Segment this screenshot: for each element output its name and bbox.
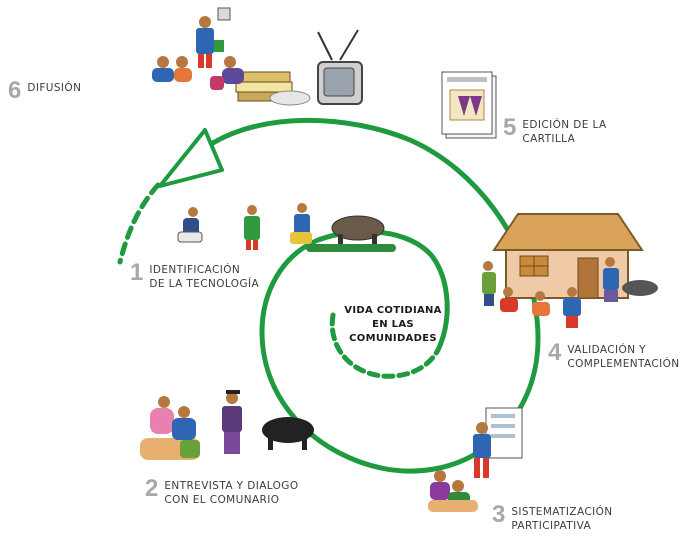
booklet-icon bbox=[441, 71, 497, 139]
step-3-number: 3 bbox=[492, 501, 506, 528]
step-6-number: 6 bbox=[8, 77, 22, 104]
interview-illustration bbox=[140, 390, 314, 460]
step-2-number: 2 bbox=[145, 475, 159, 502]
step-2-label: ENTREVISTA Y DIALOGO CON EL COMUNARIO bbox=[164, 480, 299, 506]
step-5-number: 5 bbox=[503, 114, 517, 141]
house-illustration bbox=[482, 213, 658, 328]
step-3: 3 SISTEMATIZACIÓN PARTICIPATIVA bbox=[492, 501, 613, 533]
people-reading-illustration bbox=[152, 7, 311, 106]
spiral-start-dashes bbox=[329, 312, 441, 379]
center-label: VIDA COTIDIANA EN LAS COMUNIDADES bbox=[344, 305, 442, 344]
step-5: 5 EDICIÓN DE LA CARTILLA bbox=[503, 114, 607, 146]
farmers-field-illustration bbox=[177, 203, 396, 252]
step-2: 2 ENTREVISTA Y DIALOGO CON EL COMUNARIO bbox=[145, 475, 299, 507]
step-1-label: IDENTIFICACIÓN DE LA TECNOLOGÍA bbox=[149, 264, 260, 290]
television-icon bbox=[317, 29, 363, 105]
step-6-label: DIFUSIÓN bbox=[27, 82, 82, 94]
step-1: 1 IDENTIFICACIÓN DE LA TECNOLOGÍA bbox=[130, 259, 260, 291]
systematization-illustration bbox=[428, 407, 523, 512]
arrow-head bbox=[158, 128, 224, 188]
step-5-label: EDICIÓN DE LA CARTILLA bbox=[522, 119, 607, 145]
spiral-end-dashes bbox=[117, 182, 161, 265]
step-6: 6 DIFUSIÓN bbox=[8, 77, 82, 104]
step-4: 4 VALIDACIÓN Y COMPLEMENTACIÓN bbox=[548, 339, 680, 371]
step-3-label: SISTEMATIZACIÓN PARTICIPATIVA bbox=[511, 506, 613, 532]
step-4-number: 4 bbox=[548, 339, 562, 366]
step-4-label: VALIDACIÓN Y COMPLEMENTACIÓN bbox=[567, 344, 680, 370]
step-1-number: 1 bbox=[130, 259, 144, 286]
